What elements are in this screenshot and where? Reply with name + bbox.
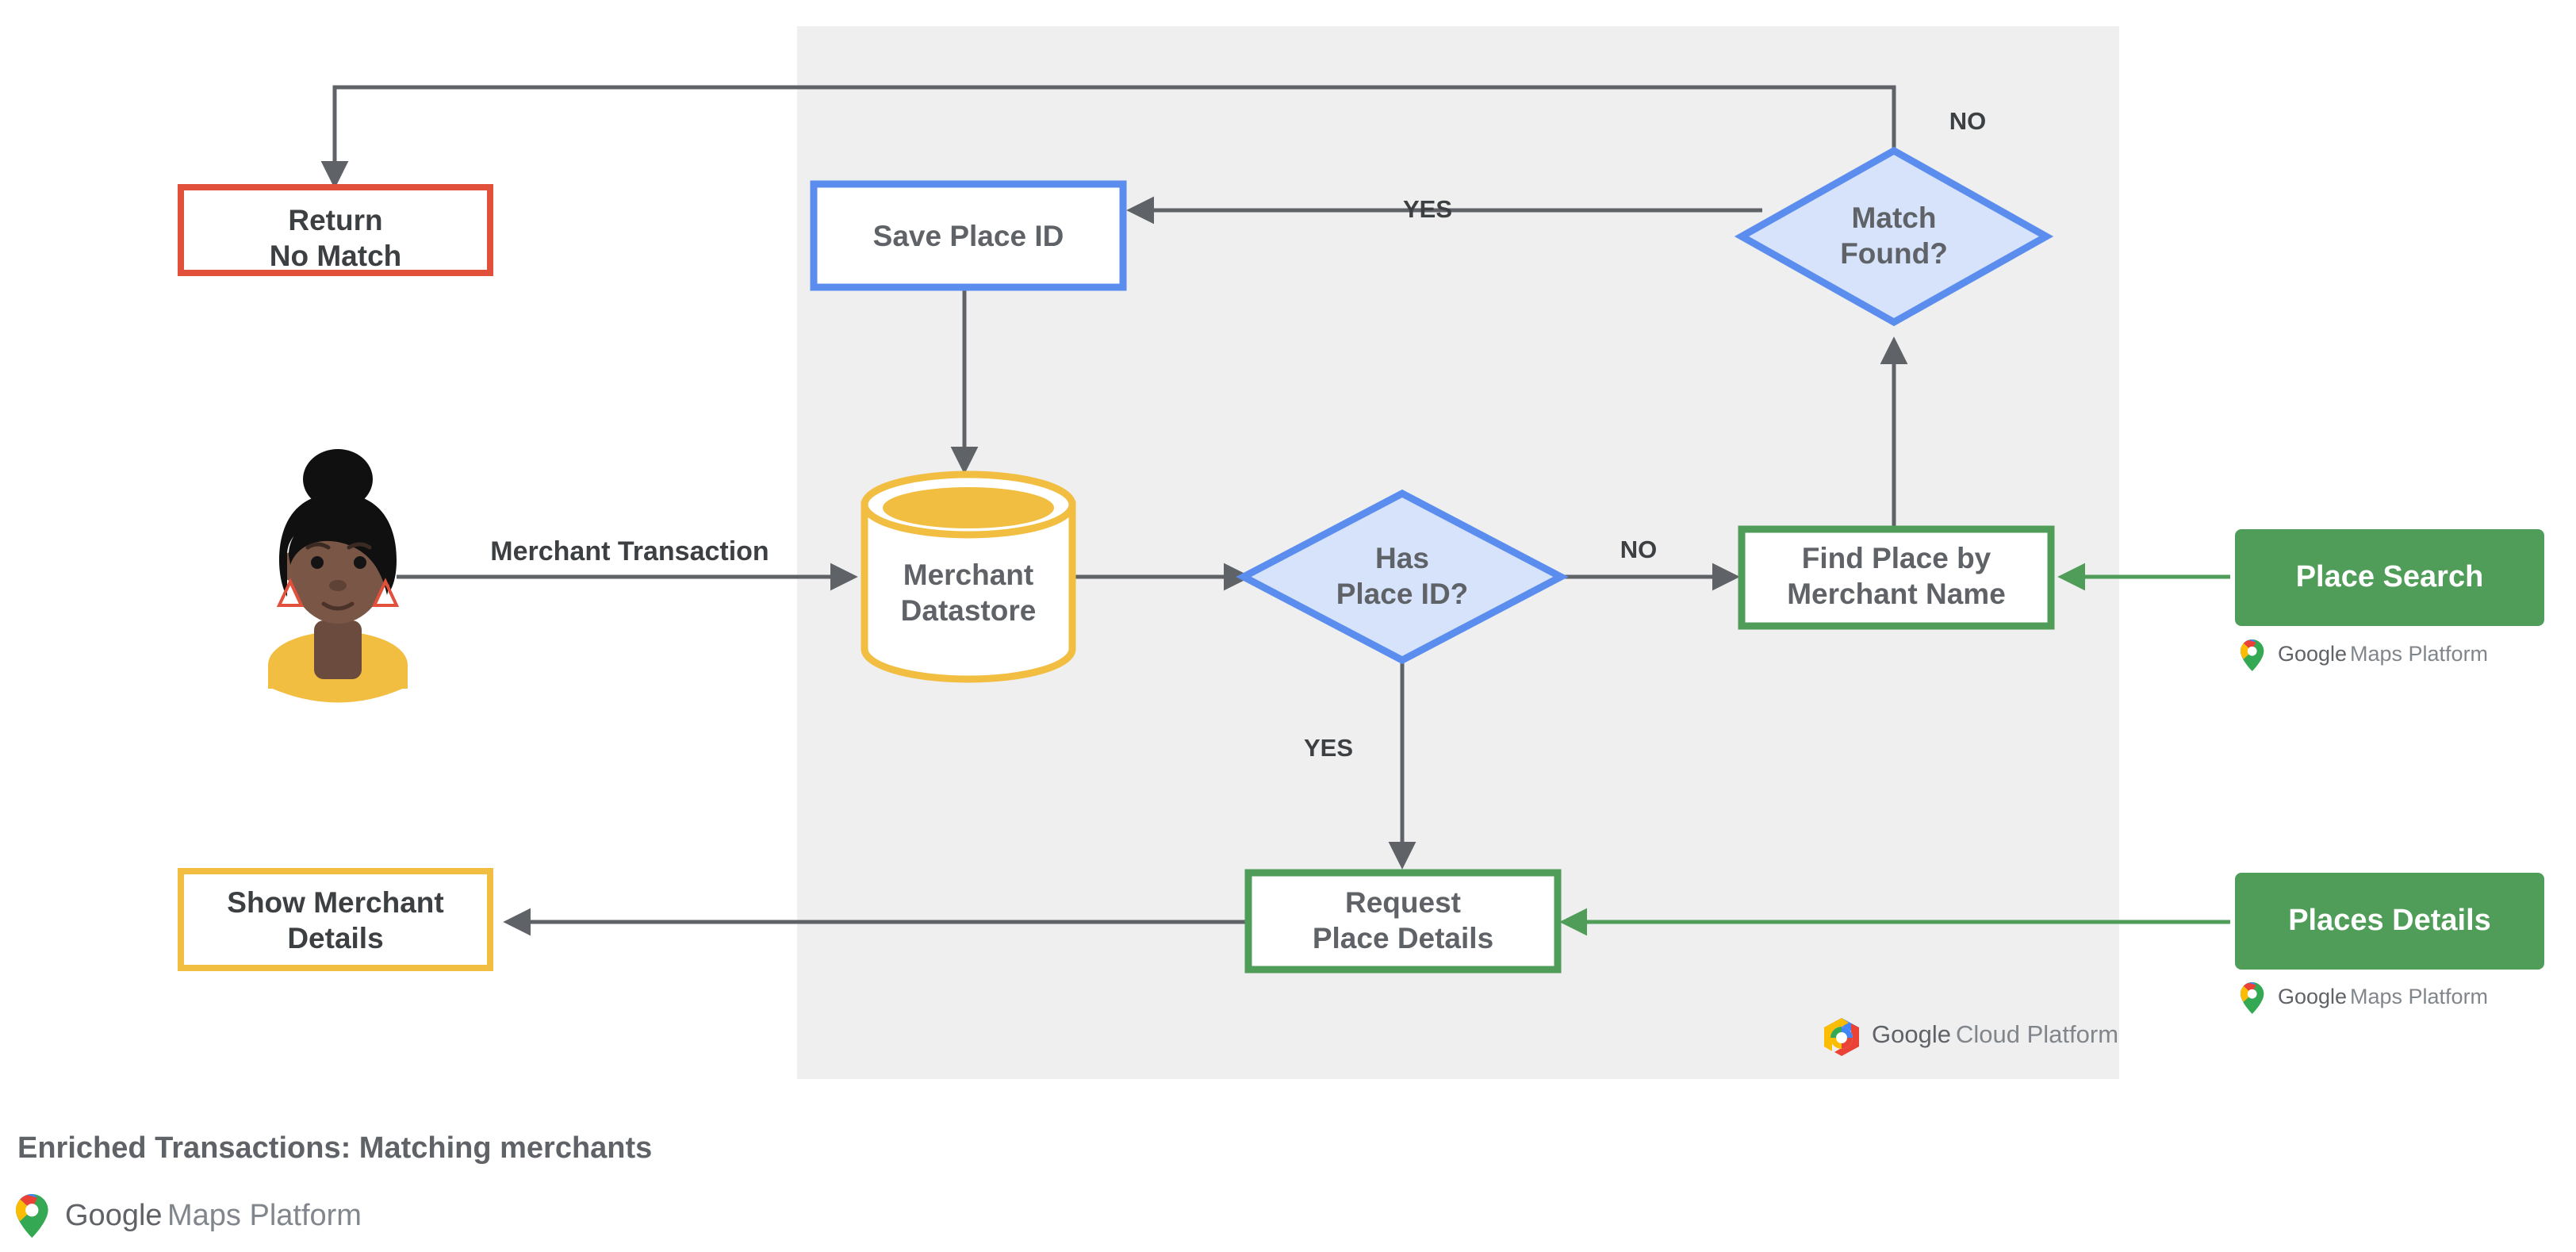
node-show-merchant-details[interactable]: Show Merchant Details (178, 868, 493, 971)
show-merchant-details-label-line1: Show Merchant (227, 886, 443, 919)
label-has-place-id-yes: YES (1304, 734, 1353, 762)
node-place-search[interactable]: Place Search (2235, 529, 2544, 626)
show-merchant-details-label-line2: Details (287, 922, 383, 954)
request-place-details-box[interactable] (1244, 869, 1562, 974)
node-match-found[interactable]: Match Found? (1734, 146, 2054, 327)
label-match-found-no: NO (1949, 107, 1987, 135)
node-places-details[interactable]: Places Details (2235, 873, 2544, 970)
caption-gmp-product: Maps Platform (167, 1199, 362, 1232)
places-details-gmp-product: Maps Platform (2350, 985, 2488, 1008)
node-find-place-by-merchant-name[interactable]: Find Place by Merchant Name (1738, 525, 2055, 630)
datastore-label-line1: Merchant (903, 559, 1033, 591)
find-place-box[interactable] (1738, 525, 2055, 630)
edge-match-found-no-to-return (320, 85, 1896, 189)
request-place-details-label-line2: Place Details (1313, 922, 1493, 954)
edge-labels: Merchant Transaction YES NO NO YES (490, 107, 1986, 762)
gcp-footer-logo: Google Cloud Platform (1824, 1018, 2118, 1056)
caption-gmp-brand: Google (65, 1199, 163, 1232)
places-details-gmp-logo: Google Maps Platform (2241, 982, 2488, 1014)
places-details-gmp-brand: Google (2278, 985, 2347, 1008)
label-has-place-id-no: NO (1620, 536, 1658, 563)
match-found-diamond[interactable] (1734, 146, 2054, 327)
connectors (320, 85, 2230, 936)
return-no-match-label-line2: No Match (270, 240, 402, 272)
match-found-label-line2: Found? (1840, 237, 1948, 270)
save-place-id-box[interactable] (810, 180, 1127, 291)
match-found-label-line1: Match (1852, 202, 1937, 234)
gcp-footer-brand: Google (1872, 1020, 1951, 1048)
find-place-label-line2: Merchant Name (1787, 578, 2006, 610)
user-avatar (268, 449, 408, 703)
has-place-id-diamond[interactable] (1236, 489, 1569, 665)
places-details-box[interactable] (2235, 873, 2544, 970)
datastore-top-fill (883, 487, 1054, 528)
node-has-place-id[interactable]: Has Place ID? (1236, 489, 1569, 665)
return-no-match-box[interactable] (178, 184, 493, 276)
node-save-place-id[interactable]: Save Place ID (810, 180, 1127, 291)
find-place-label-line1: Find Place by (1802, 542, 1991, 574)
has-place-id-label-line1: Has (1375, 542, 1429, 574)
request-place-details-label-line1: Request (1345, 886, 1461, 919)
node-request-place-details[interactable]: Request Place Details (1244, 869, 1562, 974)
label-match-found-yes: YES (1403, 195, 1452, 223)
show-merchant-details-box[interactable] (178, 868, 493, 971)
place-search-gmp-brand: Google (2278, 642, 2347, 666)
return-no-match-label-line1: Return (288, 204, 382, 236)
label-merchant-transaction: Merchant Transaction (490, 536, 769, 566)
node-merchant-datastore[interactable]: Merchant Datastore (861, 470, 1076, 683)
place-search-gmp-logo: Google Maps Platform (2241, 639, 2488, 671)
datastore-label-line2: Datastore (901, 594, 1037, 627)
place-search-label: Place Search (2296, 560, 2484, 593)
page-title: Enriched Transactions: Matching merchant… (17, 1131, 652, 1165)
place-search-box[interactable] (2235, 529, 2544, 626)
node-return-no-match[interactable]: Return No Match (178, 184, 493, 276)
gcp-footer-product: Cloud Platform (1956, 1020, 2118, 1048)
caption-block: Enriched Transactions: Matching merchant… (16, 1131, 652, 1239)
save-place-id-label: Save Place ID (873, 220, 1064, 252)
place-search-gmp-product: Maps Platform (2350, 642, 2488, 666)
datastore-body[interactable] (861, 501, 1076, 683)
places-details-label: Places Details (2288, 904, 2491, 937)
has-place-id-label-line2: Place ID? (1336, 578, 1469, 610)
